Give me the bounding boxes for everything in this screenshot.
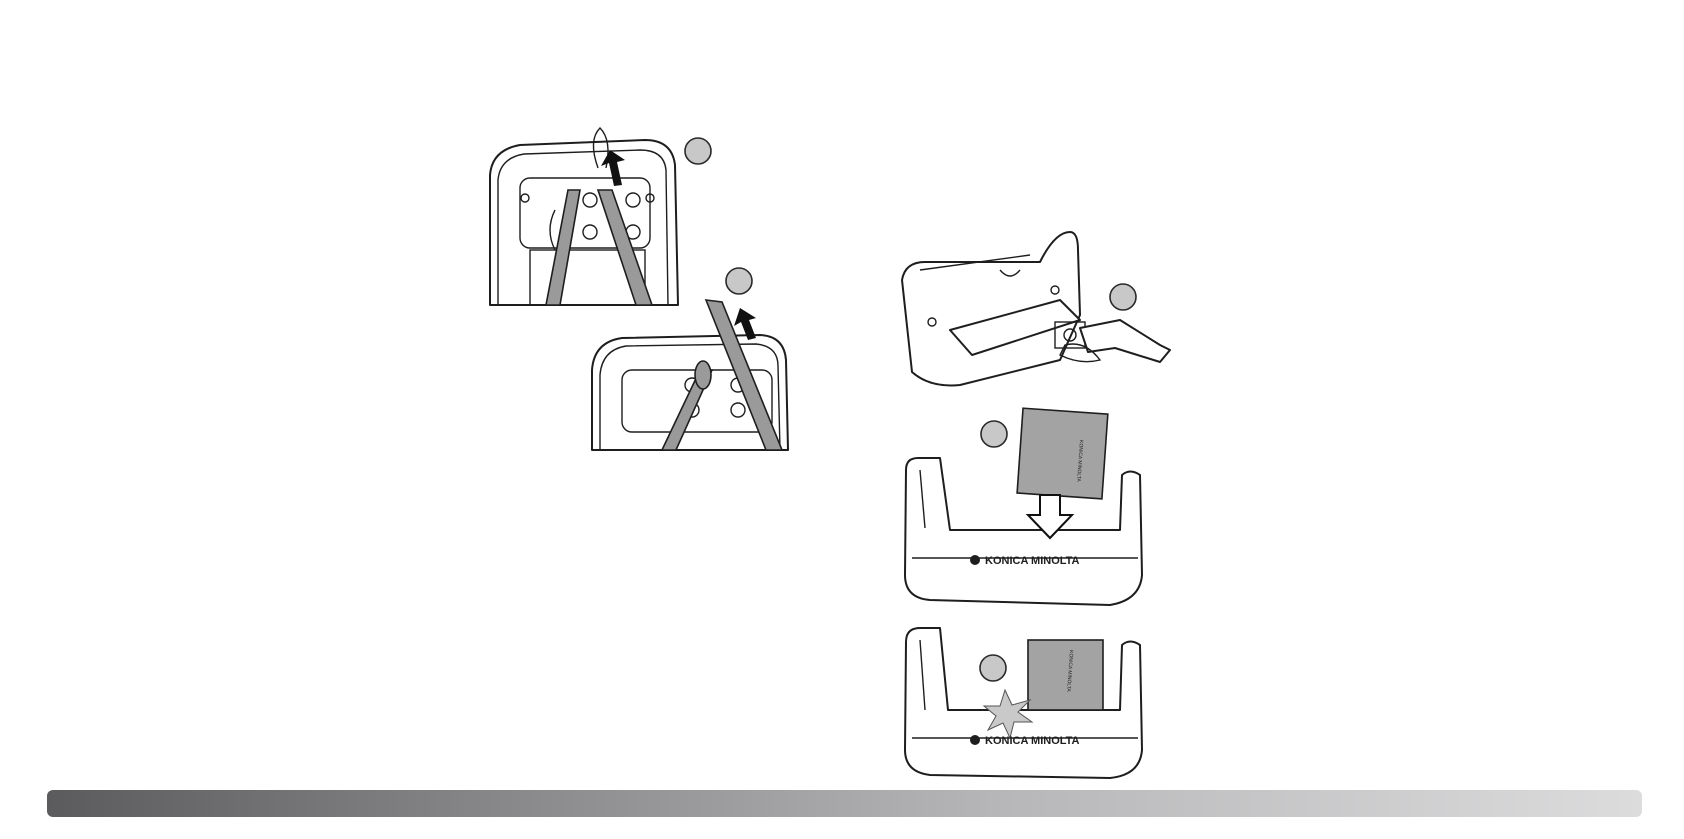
battery-in-cradle	[1028, 640, 1103, 710]
step-marker-2	[726, 268, 752, 294]
step-marker-5	[980, 655, 1006, 681]
step-marker-3	[1110, 284, 1136, 310]
cradle-logo-charging: KONICA MINOLTA	[985, 735, 1080, 747]
battery-insert-illustration: KONICA MINOLTA KONICA MINOLTA	[905, 408, 1142, 605]
charging-lamp-illustration: KONICA MINOLTA KONICA MINOLTA	[905, 628, 1142, 778]
camera-strap-pull-illustration	[592, 300, 788, 450]
cradle-logo: KONICA MINOLTA	[985, 555, 1080, 567]
camera-strap-loop-illustration	[490, 128, 678, 305]
step-marker-1	[685, 138, 711, 164]
step-marker-4	[981, 421, 1007, 447]
battery-pack	[1017, 408, 1108, 499]
footer-bar	[47, 790, 1642, 817]
